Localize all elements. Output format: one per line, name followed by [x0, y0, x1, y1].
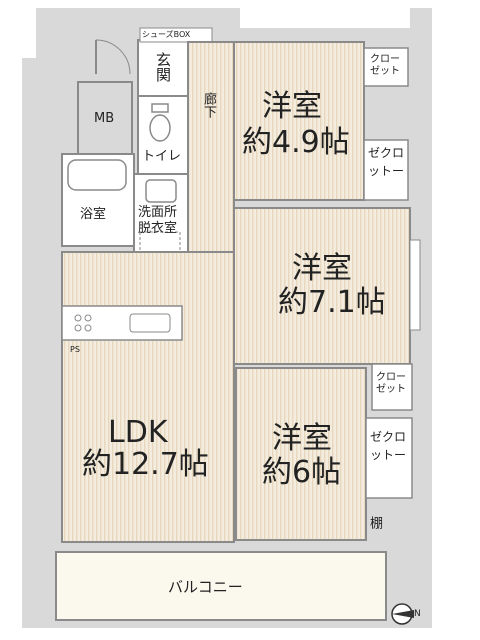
- washroom-label-2: 脱衣室: [138, 221, 178, 236]
- closet-d-area: [365, 417, 413, 499]
- corridor-label: 廊下: [201, 92, 216, 118]
- ps-label: PS: [70, 345, 80, 354]
- mb-area: [77, 81, 133, 155]
- ldk-size: 約12.7帖: [82, 447, 209, 482]
- room3-area: [235, 367, 367, 541]
- closet-b-area: [363, 139, 409, 201]
- room1-name: 洋室: [262, 89, 322, 124]
- shoes-box-area: [139, 27, 213, 43]
- closet-b-label: ゼクロ ットー: [368, 146, 405, 178]
- bathtub-icon: [67, 159, 127, 191]
- closet-c-label: クロー ゼット: [376, 372, 406, 395]
- north-label: N: [414, 609, 421, 619]
- room1-size: 約4.9帖: [242, 125, 350, 160]
- toilet-area: [137, 95, 189, 175]
- bath-area: [61, 153, 135, 247]
- closet-a-label: クロー ゼット: [370, 54, 400, 77]
- washroom-label-1: 洗面所: [138, 205, 178, 220]
- closet-d-label: ゼクロ ットー: [370, 430, 407, 462]
- toilet-label: トイレ: [142, 149, 182, 164]
- sink-icon: [145, 179, 177, 203]
- room2-area: [233, 207, 411, 365]
- shoes-box-label: シューズBOX: [142, 30, 191, 39]
- bath-label: 浴室: [80, 207, 107, 222]
- entrance-door-arc: [95, 39, 131, 75]
- toilet-bowl-icon: [149, 114, 171, 142]
- mb-label: MB: [94, 111, 115, 126]
- balcony-label: バルコニー: [168, 578, 243, 596]
- room1-area: [233, 41, 365, 201]
- balcony-area: [55, 551, 387, 621]
- left-notch: [22, 8, 36, 58]
- room3-name: 洋室: [272, 421, 332, 456]
- room2-size: 約7.1帖: [278, 285, 386, 320]
- closet-c-area: [371, 363, 413, 411]
- shelf-label: 棚: [367, 516, 382, 529]
- entrance-label: 玄関: [154, 52, 172, 82]
- ldk-area: [61, 251, 235, 543]
- corridor-area: [187, 41, 235, 253]
- room2-name: 洋室: [292, 251, 352, 286]
- room3-size: 約6帖: [262, 455, 342, 490]
- kitchen-counter: [61, 305, 183, 341]
- washroom-area: [133, 173, 189, 261]
- top-notch: [240, 8, 410, 28]
- ldk-name: LDK: [108, 415, 168, 450]
- closet-a-area: [363, 47, 409, 87]
- room2-window: [409, 239, 421, 331]
